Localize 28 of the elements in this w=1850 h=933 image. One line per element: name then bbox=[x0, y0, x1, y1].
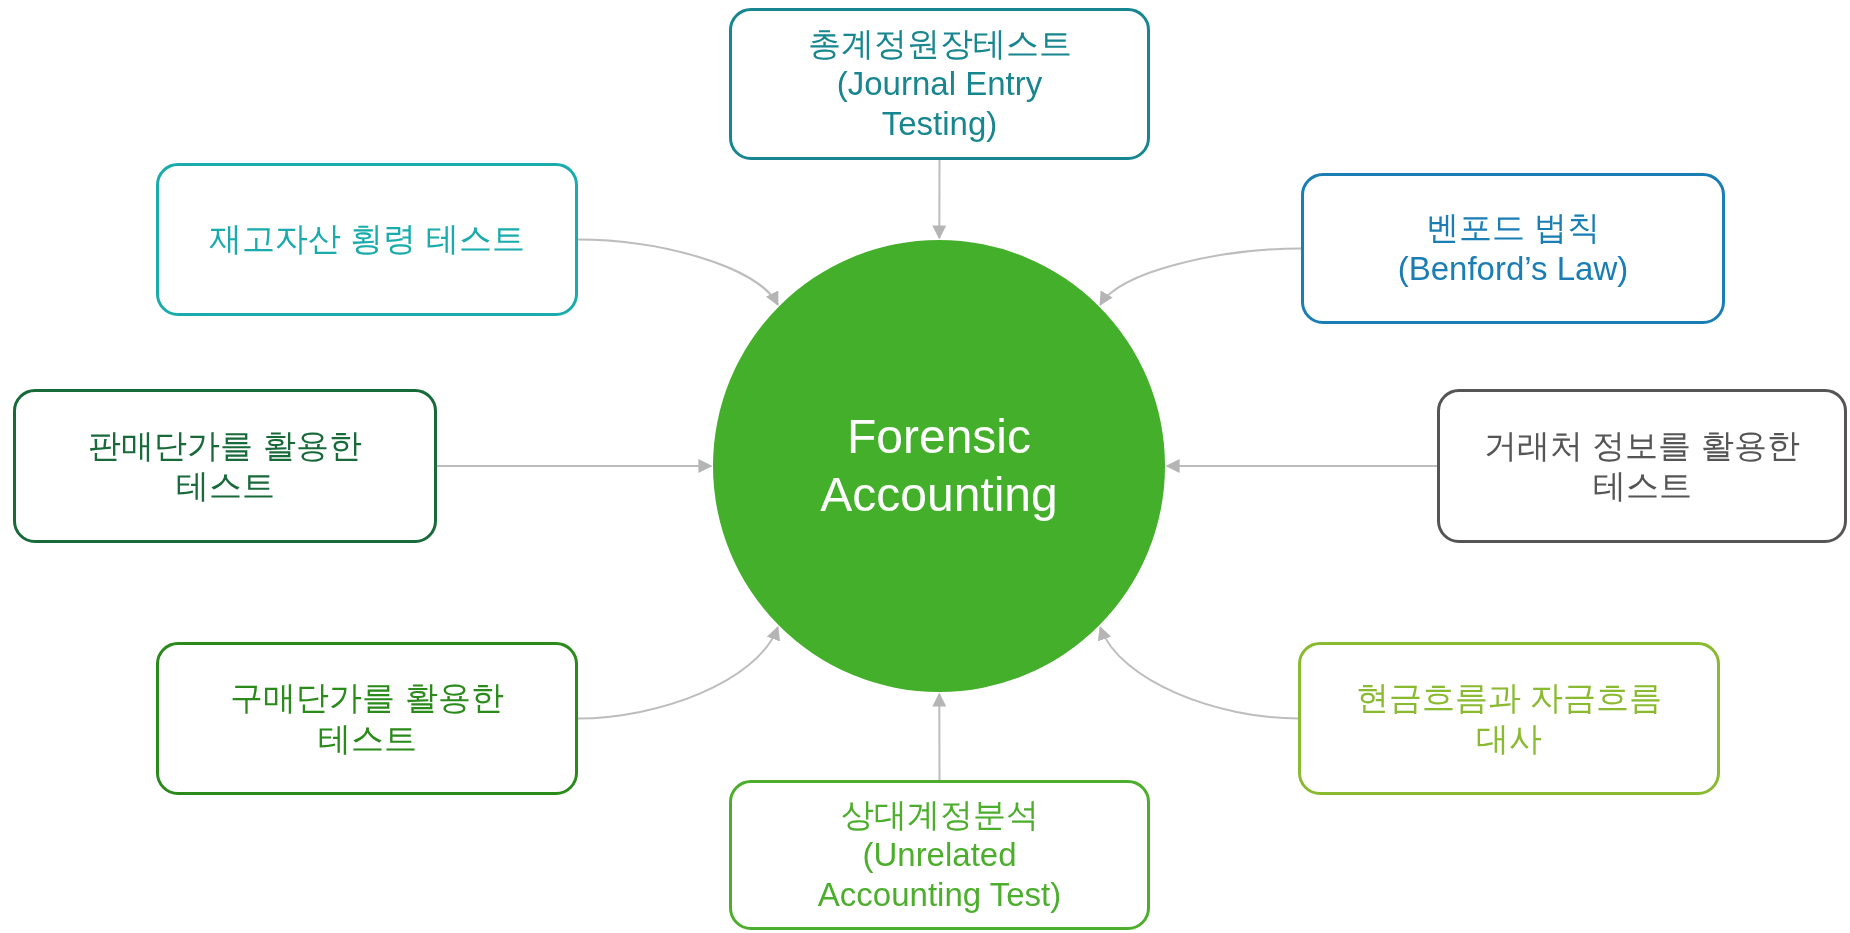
topic-box bbox=[1301, 173, 1725, 324]
topic-label: 총계정원장테스트 bbox=[807, 23, 1072, 64]
arrow bbox=[577, 625, 779, 720]
topic-label: 재고자산 횡령 테스트 bbox=[209, 219, 525, 260]
topic-box bbox=[156, 163, 578, 316]
arrow bbox=[932, 159, 947, 240]
topic-label: 현금흐름과 자금흐름 대사 bbox=[1354, 678, 1664, 759]
center-label: Forensic Accounting bbox=[819, 409, 1059, 523]
arrow bbox=[1099, 247, 1302, 306]
topic-box bbox=[13, 389, 437, 543]
arrow bbox=[436, 459, 713, 473]
topic-label: 거래처 정보를 활용한 테스트 bbox=[1483, 425, 1801, 506]
topic-subtitle: (Benford’s Law) bbox=[1397, 248, 1629, 289]
arrow bbox=[577, 238, 779, 306]
topic-box bbox=[729, 780, 1150, 930]
topic-subtitle: (Unrelated Accounting Test) bbox=[816, 834, 1063, 916]
topic-label: 판매단가를 활용한 테스트 bbox=[87, 425, 363, 506]
arrow bbox=[932, 692, 947, 781]
arrow bbox=[1099, 625, 1299, 720]
topic-subtitle: (Journal Entry Testing) bbox=[835, 63, 1044, 145]
topic-label: 구매단가를 활용한 테스트 bbox=[229, 678, 505, 759]
topic-box bbox=[156, 642, 578, 795]
topic-label: 벤포드 법칙 bbox=[1425, 208, 1601, 249]
topic-box bbox=[1437, 389, 1847, 543]
arrow bbox=[1165, 459, 1438, 473]
topic-box bbox=[1298, 642, 1720, 795]
topic-box bbox=[729, 8, 1150, 160]
topic-label: 상대계정분석 bbox=[840, 794, 1039, 835]
